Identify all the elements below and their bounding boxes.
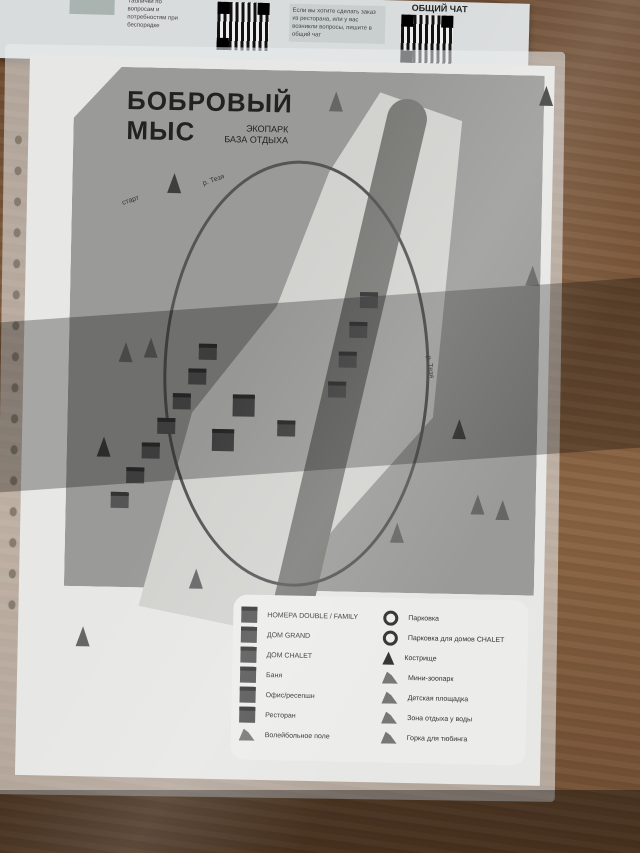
parking-icon xyxy=(382,630,399,646)
legend-item: Зона отдыха у воды xyxy=(381,708,503,731)
tree-icon xyxy=(188,568,204,589)
tree-icon xyxy=(539,85,554,106)
leaflet-note-right: Если вы хотите сделать заказ из ресторан… xyxy=(288,3,386,45)
parking-icon xyxy=(383,610,399,626)
legend-item: Кострище xyxy=(382,648,504,671)
table-shadow xyxy=(0,790,640,853)
tree-icon xyxy=(525,265,540,286)
legend-column-right: Парковка Парковка для домов CHALET Костр… xyxy=(381,608,505,751)
tree-icon xyxy=(470,494,485,515)
tree-icon xyxy=(167,172,182,194)
tree-icon xyxy=(328,91,344,112)
legend-item: НОМЕРА DOUBLE / FAMILY xyxy=(241,605,358,627)
legend-item: ДОМ GRAND xyxy=(240,625,358,647)
map-legend: НОМЕРА DOUBLE / FAMILY ДОМ GRAND ДОМ CHA… xyxy=(230,594,529,766)
legend-item: Офис/ресепшн xyxy=(239,685,356,707)
beach-icon xyxy=(381,712,397,724)
house-icon xyxy=(240,646,257,663)
playground-icon xyxy=(381,692,397,704)
slide-icon xyxy=(381,731,397,743)
map-subtitle: ЭКОПАРК БАЗА ОТДЫХА xyxy=(224,123,289,146)
leaflet-heading: ОБЩИЙ ЧАТ xyxy=(411,2,468,15)
sauna-icon xyxy=(239,666,257,683)
campfire-icon xyxy=(382,651,395,665)
legend-item: Парковка xyxy=(383,608,505,631)
house-icon xyxy=(110,491,129,509)
legend-item: Мини-зоопарк xyxy=(382,668,504,691)
house-icon xyxy=(240,626,258,643)
zoo-icon xyxy=(382,672,398,684)
legend-item: Ресторан xyxy=(239,705,356,727)
legend-item: Горка для тюбинга xyxy=(381,727,503,750)
legend-column-left: НОМЕРА DOUBLE / FAMILY ДОМ GRAND ДОМ CHA… xyxy=(239,605,359,747)
tree-icon xyxy=(389,522,405,543)
legend-item: Парковка для домов CHALET xyxy=(382,628,505,651)
leaflet-badge xyxy=(69,0,115,16)
tree-icon xyxy=(75,626,91,647)
office-icon xyxy=(239,686,256,703)
legend-item: Детская площадка xyxy=(381,688,503,711)
leaflet-note-left: Таблички по вопросам и потребностям при … xyxy=(127,0,179,30)
house-icon xyxy=(241,606,258,623)
tree-icon xyxy=(495,499,510,521)
volleyball-icon xyxy=(239,729,255,741)
restaurant-icon xyxy=(239,706,256,723)
qr-code-icon xyxy=(216,1,270,52)
legend-item: ДОМ CHALET xyxy=(240,645,357,667)
legend-item: Баня xyxy=(239,665,357,687)
legend-item: Волейбольное поле xyxy=(239,725,356,747)
